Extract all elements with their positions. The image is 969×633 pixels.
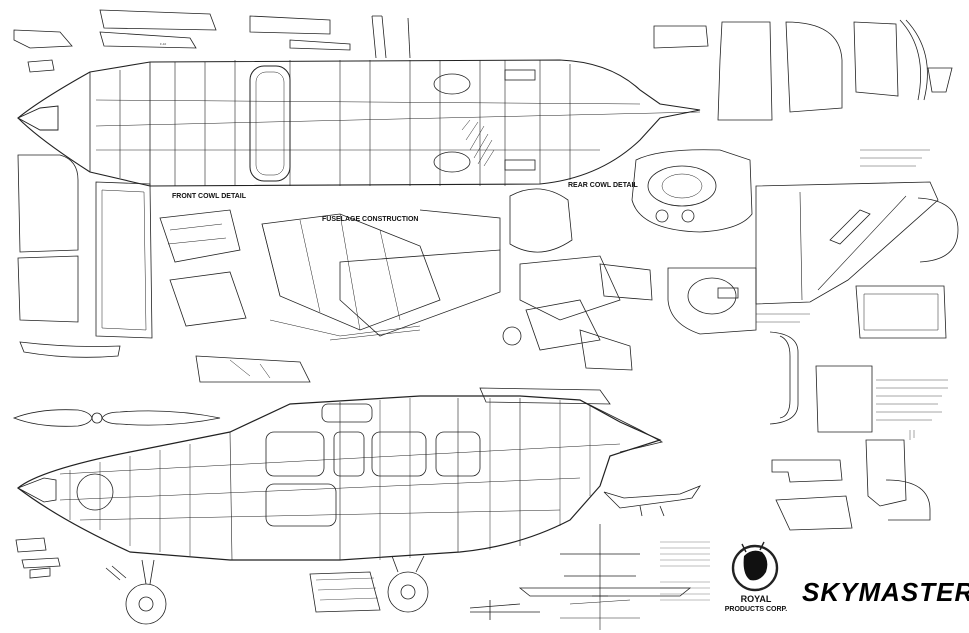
fuselage-construction-label: FUSELAGE CONSTRUCTION bbox=[322, 216, 419, 223]
rear-cowl-detail-label: REAR COWL DETAIL bbox=[568, 182, 638, 189]
rear-cowl-detail bbox=[631, 149, 753, 233]
bottom-fuselage-side-view bbox=[17, 387, 664, 561]
front-cowl-detail-label: FRONT COWL DETAIL bbox=[172, 193, 247, 200]
rear-cowl-view bbox=[502, 188, 653, 371]
svg-text:F-10: F-10 bbox=[160, 42, 167, 46]
left-side-parts bbox=[17, 154, 153, 358]
maker-subtitle: PRODUCTS CORP. bbox=[724, 606, 788, 613]
bottom-left-parts bbox=[15, 537, 381, 613]
maker-name: ROYAL bbox=[740, 594, 772, 604]
propeller-drawing bbox=[12, 409, 221, 427]
three-view-drawings bbox=[469, 485, 702, 630]
skymaster-brand-title: SKYMASTER bbox=[802, 577, 969, 607]
fuselage-construction-view bbox=[159, 209, 501, 383]
tail-boom-assembly bbox=[667, 181, 959, 339]
top-left-parts bbox=[13, 9, 351, 73]
right-column-parts bbox=[769, 331, 948, 531]
landing-gear bbox=[105, 555, 429, 625]
top-fuselage-plan-view: F-10 bbox=[16, 15, 701, 187]
spec-lines bbox=[660, 541, 710, 601]
royal-logo-seal bbox=[731, 541, 779, 592]
top-right-parts bbox=[653, 19, 953, 167]
